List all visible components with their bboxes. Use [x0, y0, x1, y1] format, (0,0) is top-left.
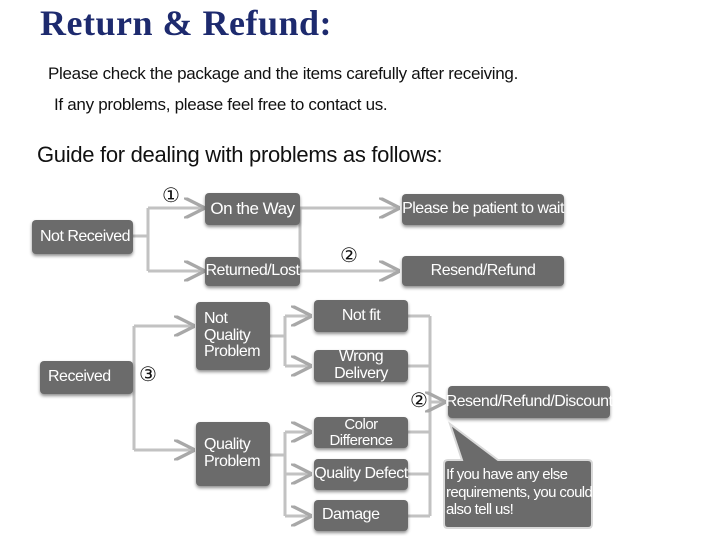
color-difference-box: Color Difference [314, 416, 408, 448]
guide-heading: Guide for dealing with problems as follo… [37, 142, 443, 167]
please-wait-box: Please be patient to wait [402, 194, 564, 225]
step-1-marker: ① [162, 185, 180, 207]
resend-refund-discount-box: Resend/Refund/Discount [446, 386, 613, 418]
not-quality-problem-box: Not Quality Problem [196, 302, 270, 370]
page-title: Return & Refund: [40, 3, 332, 43]
resend-refund-box: Resend/Refund [402, 256, 564, 286]
bubble-line-1: If you have any else [446, 466, 568, 483]
wrong-delivery-box: Wrong Delivery [314, 348, 408, 382]
not-received-box: Not Received [32, 220, 133, 254]
bubble-line-3: also tell us! [446, 501, 514, 519]
quality-defect-box: Quality Defect [314, 459, 408, 490]
intro-line-2: If any problems, please feel free to con… [54, 95, 388, 114]
speech-bubble-text: If you have any else requirements, you c… [446, 466, 594, 519]
on-the-way-box: On the Way [205, 193, 300, 225]
not-fit-box: Not fit [314, 300, 408, 332]
speech-bubble-shape [443, 421, 593, 529]
received-box: Received [40, 361, 133, 394]
step-2-marker-top: ② [340, 245, 358, 267]
bubble-line-2: requirements, you could [446, 483, 593, 501]
intro-line-1: Please check the package and the items c… [48, 64, 518, 83]
damage-box: Damage [314, 500, 408, 531]
returned-lost-box: Returned/Lost [205, 257, 300, 286]
quality-line-1: Quality [204, 436, 251, 454]
not-quality-line-3: Problem [204, 343, 261, 361]
quality-problem-box: Quality Problem [196, 422, 270, 486]
quality-line-2: Problem [204, 453, 261, 470]
step-2-marker-bottom: ② [410, 390, 428, 412]
not-quality-line-1: Not [204, 309, 228, 327]
step-3-marker: ③ [139, 364, 157, 386]
not-quality-line-2: Quality [204, 326, 251, 344]
